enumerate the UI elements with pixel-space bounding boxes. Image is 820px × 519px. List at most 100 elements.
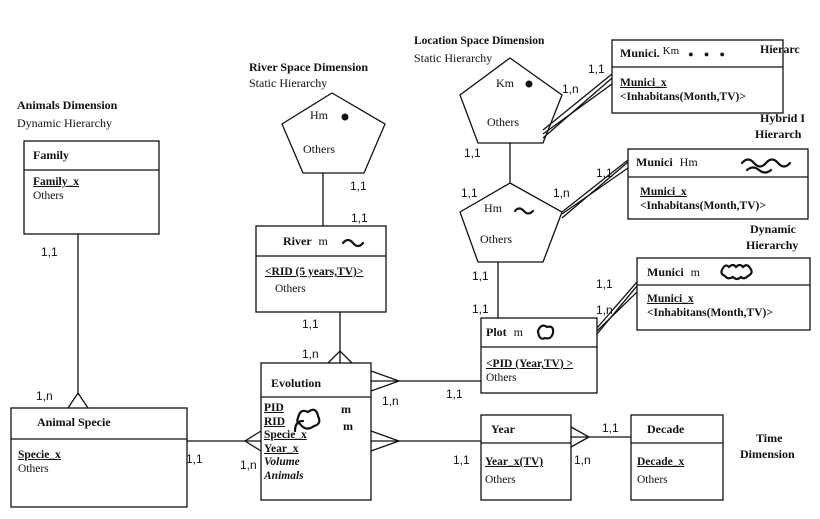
municipality-bot-blob-icon (720, 263, 753, 281)
card-evol-plot-b: 1,1 (446, 387, 463, 401)
municipality-top-unit: Km (662, 45, 680, 57)
evolution-specie: Specie_x (264, 429, 307, 441)
card-river-evol-a: 1,1 (302, 317, 319, 331)
animal-specie-title: Animal Specie (37, 415, 111, 429)
hybrid-hierarchy-label-1: Hybrid I (760, 111, 806, 125)
family-box (23, 140, 160, 235)
animals-dimension-title: Animals Dimension (17, 98, 118, 112)
animal-specie-box (10, 407, 188, 508)
municipality-top-attr: <Inhabitans(Month,TV)> (620, 91, 746, 103)
municipality-mid-attr: <Inhabitans(Month,TV)> (640, 200, 766, 212)
river-penta-unit: Hm (310, 108, 328, 122)
dynamic-hierarchy-label-2: Hierarchy (746, 238, 799, 252)
decade-box (630, 414, 724, 501)
card-river-evol-b: 1,n (302, 347, 319, 361)
card-family-animal: 1,1 (41, 245, 58, 259)
decade-others: Others (637, 474, 668, 486)
river-key: <RID (5 years,TV)> (265, 266, 364, 278)
card-loc-mid-3: 1,1 (461, 186, 478, 200)
animal-specie-others: Others (18, 463, 49, 475)
card-evol-year: 1,1 (453, 453, 470, 467)
location-top-penta-others: Others (487, 115, 519, 129)
location-mid-penta-others: Others (480, 232, 512, 246)
river-wave-icon (341, 238, 365, 248)
card-year-decade-a: 1,n (574, 453, 591, 467)
municipality-bot-title: Munici m (647, 265, 700, 279)
municipality-mid-wave-icon (740, 158, 792, 168)
river-title-text: River (283, 234, 312, 248)
municipality-mid-title-text: Munici (636, 155, 673, 169)
evolution-volume: Volume (264, 456, 300, 468)
card-plot-1: 1,1 (472, 302, 489, 316)
plot-others: Others (486, 372, 517, 384)
card-loc-mid-2: 1,n (553, 186, 570, 200)
evolution-animals: Animals (264, 469, 304, 482)
river-others: Others (275, 283, 306, 295)
river-pentagon (281, 92, 386, 174)
location-mid-penta-unit: Hm (484, 201, 502, 215)
evolution-title: Evolution (271, 376, 322, 390)
card-loc-top-2: 1,n (562, 82, 579, 96)
animal-specie-key: Specie_x (18, 449, 61, 461)
time-dimension-title-2: Dimension (740, 447, 795, 461)
hierarchy-top-label: Hierarc (760, 42, 800, 56)
card-loc-mid-4: 1,1 (472, 269, 489, 283)
location-mid-pentagon (459, 182, 563, 263)
card-evol-plot-a: 1,n (382, 394, 399, 408)
evolution-m2: m (343, 419, 353, 433)
year-others: Others (485, 474, 516, 486)
location-top-pentagon (459, 57, 563, 144)
card-loc-top-3: 1,1 (464, 146, 481, 160)
evolution-hook-icon (293, 419, 305, 433)
river-dimension-title: River Space Dimension (249, 60, 369, 74)
municipality-bot-box (636, 257, 811, 331)
river-penta-dot (341, 113, 349, 121)
card-loc-mid-1: 1,1 (596, 166, 613, 180)
card-plot-3: 1,n (596, 303, 613, 317)
evolution-year: Year_x (264, 442, 299, 455)
card-loc-top-1: 1,1 (588, 62, 605, 76)
decade-key: Decade_x (637, 456, 685, 468)
card-rpenta-river-b: 1,1 (351, 211, 368, 225)
animals-dimension-subtitle: Dynamic Hierarchy (17, 116, 112, 130)
card-evol-animal: 1,n (240, 458, 257, 472)
municipality-mid-key: Munici_x (640, 186, 687, 198)
year-key: Year_x(TV) (485, 456, 544, 468)
location-top-penta-unit: Km (496, 76, 514, 90)
municipality-mid-wave2-icon (745, 166, 773, 174)
card-animal-evol: 1,1 (186, 452, 203, 466)
year-box (480, 414, 572, 501)
plot-title: Plot m (486, 325, 523, 339)
municipality-bot-title-text: Munici (647, 265, 684, 279)
card-year-decade-b: 1,1 (602, 421, 619, 435)
family-key: Family_x (33, 176, 79, 188)
evolution-pid: PID (264, 402, 284, 414)
municipality-mid-title: Munici Hm (636, 155, 698, 169)
municipality-bot-key: Munici_x (647, 293, 694, 305)
plot-unit: m (513, 325, 524, 339)
river-unit: m (318, 234, 328, 248)
municipality-bot-attr: <Inhabitans(Month,TV)> (647, 307, 773, 319)
time-dimension-title: Time (756, 431, 783, 445)
municipality-top-title: Munici. Km ● ● ● (620, 45, 729, 61)
evolution-blob-icon (296, 408, 321, 430)
municipality-top-title-text: Munici. (620, 46, 660, 60)
municipality-top-key: Munici_x (620, 77, 667, 89)
location-mid-wave-icon (513, 207, 535, 215)
family-title: Family (33, 148, 69, 162)
plot-box (480, 317, 598, 394)
river-dimension-subtitle: Static Hierarchy (249, 76, 328, 90)
river-penta-others: Others (303, 142, 335, 156)
evolution-rid: RID (264, 415, 286, 428)
plot-blob-icon (536, 324, 555, 340)
municipality-top-dots-icon: ● ● ● (688, 49, 729, 59)
river-box (255, 225, 387, 313)
municipality-mid-unit: Hm (679, 155, 698, 169)
municipality-top-box (611, 39, 784, 114)
card-animal-family: 1,n (36, 389, 53, 403)
year-title: Year (491, 422, 515, 436)
plot-title-text: Plot (486, 325, 507, 339)
card-rpenta-river-a: 1,1 (350, 179, 367, 193)
location-dimension-title: Location Space Dimension (414, 35, 545, 47)
